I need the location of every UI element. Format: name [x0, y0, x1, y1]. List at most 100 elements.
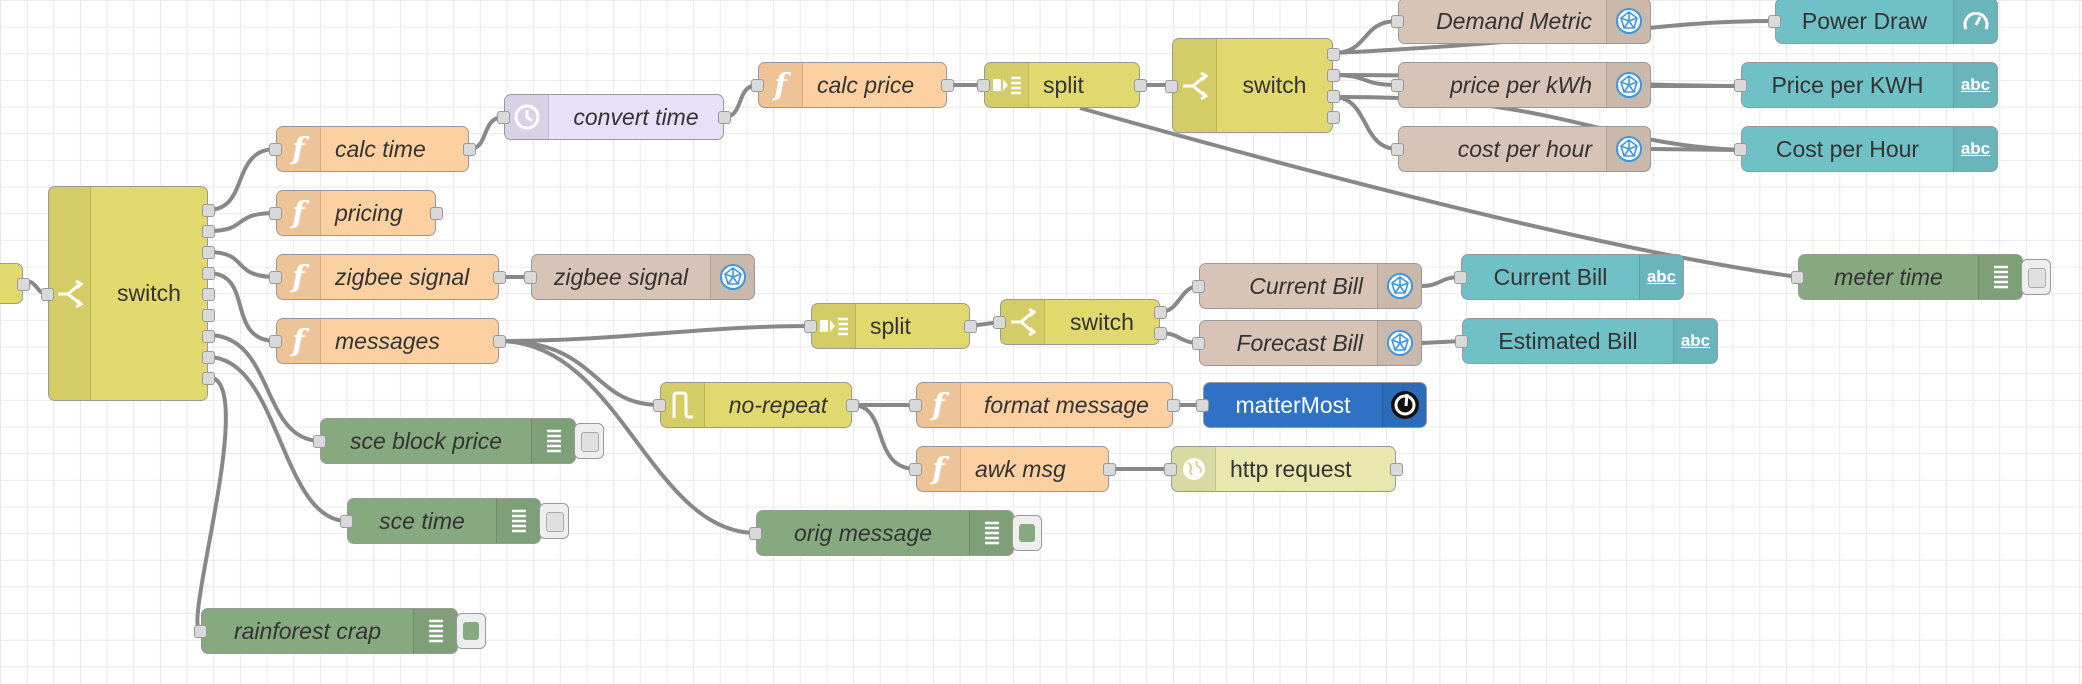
ha-node-current-bill[interactable]: Current Bill: [1192, 263, 1422, 309]
input-port[interactable]: [1391, 15, 1404, 28]
input-port[interactable]: [1165, 80, 1178, 93]
input-port[interactable]: [313, 435, 326, 448]
ha-node-demand-metric[interactable]: Demand Metric: [1391, 0, 1651, 44]
input-port[interactable]: [1164, 463, 1177, 476]
input-port[interactable]: [1391, 143, 1404, 156]
output-port[interactable]: [1390, 463, 1403, 476]
output-port[interactable]: [964, 320, 977, 333]
input-port[interactable]: [993, 316, 1006, 329]
split-node-top[interactable]: split: [977, 62, 1147, 108]
split-node-mid[interactable]: split: [804, 303, 977, 349]
output-port[interactable]: [1103, 463, 1116, 476]
output-port[interactable]: [1327, 48, 1340, 61]
ui-text-node-current-bill[interactable]: Current Bill abc: [1454, 254, 1684, 300]
ha-node-price-per-kwh[interactable]: price per kWh: [1391, 62, 1651, 108]
switch-node-mid[interactable]: switch: [993, 299, 1167, 345]
debug-toggle-button[interactable]: [574, 423, 604, 459]
output-port[interactable]: [1327, 90, 1340, 103]
output-port[interactable]: [430, 207, 443, 220]
input-port[interactable]: [1454, 271, 1467, 284]
function-node-zigbee-signal[interactable]: f zigbee signal: [269, 254, 506, 300]
debug-node-rainforest-crap[interactable]: rainforest crap: [194, 608, 458, 654]
output-port[interactable]: [202, 309, 215, 322]
ui-text-node-price-per-kwh[interactable]: Price per KWH abc: [1734, 62, 1998, 108]
input-port[interactable]: [194, 625, 207, 638]
rbe-node-no-repeat[interactable]: no-repeat: [653, 382, 859, 428]
output-port[interactable]: [202, 288, 215, 301]
debug-node-orig-message[interactable]: orig message: [749, 510, 1014, 556]
debug-node-sce-time[interactable]: sce time: [340, 498, 541, 544]
input-port[interactable]: [1734, 143, 1747, 156]
ha-node-forecast-bill[interactable]: Forecast Bill: [1192, 320, 1422, 366]
input-port[interactable]: [804, 320, 817, 333]
debug-toggle-button[interactable]: [539, 503, 569, 539]
output-port[interactable]: [846, 399, 859, 412]
debug-toggle-button[interactable]: [2021, 259, 2051, 295]
input-port[interactable]: [751, 79, 764, 92]
output-port[interactable]: [202, 372, 215, 385]
output-port[interactable]: [202, 225, 215, 238]
output-port[interactable]: [1327, 111, 1340, 124]
output-port[interactable]: [17, 278, 30, 291]
output-port[interactable]: [1134, 79, 1147, 92]
output-port[interactable]: [1154, 327, 1167, 340]
http-request-node[interactable]: http request: [1164, 446, 1403, 492]
input-port[interactable]: [340, 515, 353, 528]
function-node-calc-time[interactable]: f calc time: [269, 126, 476, 172]
output-port[interactable]: [493, 335, 506, 348]
input-port[interactable]: [1391, 79, 1404, 92]
function-node-awk-msg[interactable]: f awk msg: [909, 446, 1116, 492]
output-port[interactable]: [1154, 306, 1167, 319]
output-port[interactable]: [1327, 69, 1340, 82]
input-port[interactable]: [1791, 271, 1804, 284]
mattermost-node[interactable]: matterMost: [1196, 382, 1427, 428]
output-port[interactable]: [202, 246, 215, 259]
switch-node-top[interactable]: switch: [1165, 38, 1340, 133]
input-port[interactable]: [1768, 15, 1781, 28]
output-port[interactable]: [202, 330, 215, 343]
input-port[interactable]: [749, 527, 762, 540]
function-node-calc-price[interactable]: f calc price: [751, 62, 954, 108]
ui-text-node-cost-per-hour[interactable]: Cost per Hour abc: [1734, 126, 1998, 172]
debug-node-sce-block-price[interactable]: sce block price: [313, 418, 576, 464]
input-port[interactable]: [497, 111, 510, 124]
function-node-format-message[interactable]: f format message: [909, 382, 1180, 428]
offscreen-node[interactable]: [0, 263, 30, 304]
output-port[interactable]: [202, 204, 215, 217]
function-node-pricing[interactable]: f pricing: [269, 190, 443, 236]
ui-gauge-node-power-draw[interactable]: Power Draw: [1768, 0, 1998, 44]
input-port[interactable]: [269, 271, 282, 284]
ha-node-zigbee-signal[interactable]: zigbee signal: [524, 254, 755, 300]
ui-text-node-estimated-bill[interactable]: Estimated Bill abc: [1455, 318, 1718, 364]
input-port[interactable]: [909, 399, 922, 412]
input-port[interactable]: [1196, 399, 1209, 412]
switch-node-main[interactable]: switch: [41, 186, 215, 401]
input-port[interactable]: [1734, 79, 1747, 92]
input-port[interactable]: [41, 288, 54, 301]
output-port[interactable]: [202, 351, 215, 364]
debug-toggle-button[interactable]: [1012, 515, 1042, 551]
debug-node-meter-time[interactable]: meter time: [1791, 254, 2023, 300]
input-port[interactable]: [977, 79, 990, 92]
input-port[interactable]: [269, 207, 282, 220]
output-port[interactable]: [941, 79, 954, 92]
input-port[interactable]: [1455, 335, 1468, 348]
input-port[interactable]: [269, 335, 282, 348]
output-port[interactable]: [493, 271, 506, 284]
input-port[interactable]: [524, 271, 537, 284]
output-port[interactable]: [1167, 399, 1180, 412]
input-port[interactable]: [909, 463, 922, 476]
ha-node-cost-per-hour[interactable]: cost per hour: [1391, 126, 1651, 172]
home-assistant-icon: [710, 255, 754, 299]
input-port[interactable]: [1192, 337, 1205, 350]
input-port[interactable]: [1192, 280, 1205, 293]
wire: [1332, 19, 1399, 55]
output-port[interactable]: [463, 143, 476, 156]
debug-toggle-button[interactable]: [456, 613, 486, 649]
trigger-node-convert-time[interactable]: convert time: [497, 94, 731, 140]
output-port[interactable]: [718, 111, 731, 124]
output-port[interactable]: [202, 267, 215, 280]
input-port[interactable]: [269, 143, 282, 156]
input-port[interactable]: [653, 399, 666, 412]
function-node-messages[interactable]: f messages: [269, 318, 506, 364]
